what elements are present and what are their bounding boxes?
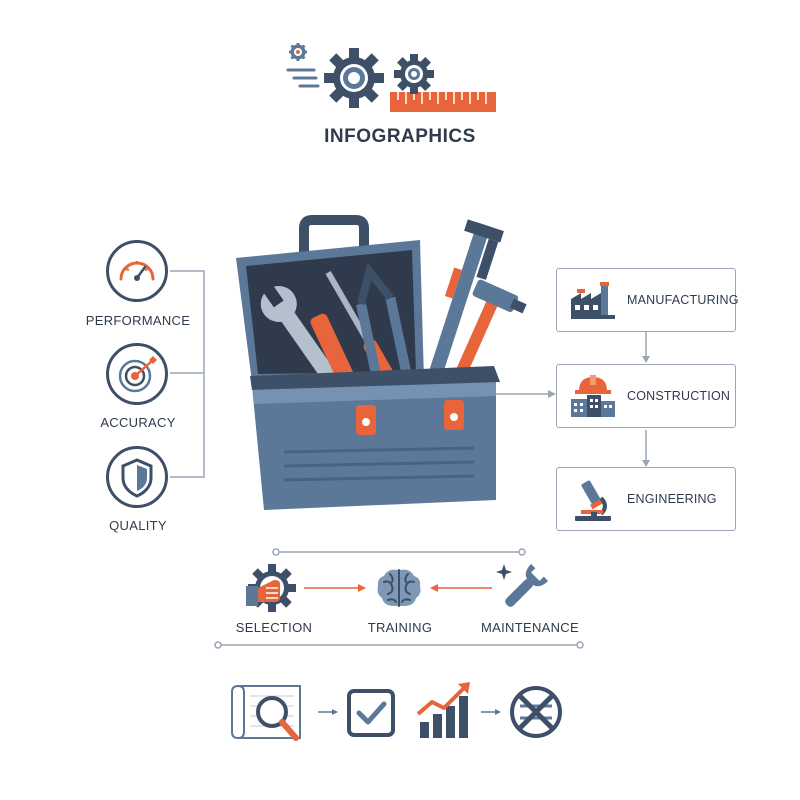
- quality-label-accuracy: ACCURACY: [100, 415, 176, 430]
- quality-label-performance: PERFORMANCE: [85, 313, 191, 328]
- industry-label-construction: CONSTRUCTION: [627, 389, 731, 403]
- industry-card-engineering: ENGINEERING: [556, 467, 736, 531]
- blueprint-search-icon: [231, 685, 301, 741]
- industry-card-construction: CONSTRUCTION: [556, 364, 736, 428]
- industry-label-manufacturing: MANUFACTURING: [627, 293, 739, 307]
- process-icon-maintenance: [494, 560, 549, 619]
- process-label-training: TRAINING: [367, 620, 433, 635]
- bottom-icon-growth-chart: [414, 678, 476, 747]
- bottom-icon-checkbox: [346, 688, 396, 743]
- quality-circle: [106, 446, 168, 508]
- microscope-icon: [575, 480, 611, 521]
- process-label-maintenance: MAINTENANCE: [481, 620, 579, 635]
- hardhat-building-icon: [571, 375, 615, 417]
- accuracy-circle: [106, 343, 168, 405]
- header-logo: [286, 40, 501, 120]
- bottom-icon-no-entry: [508, 684, 564, 745]
- growth-chart-icon: [416, 682, 470, 738]
- checkbox-icon: [347, 689, 395, 737]
- toolbox-illustration: [224, 200, 534, 520]
- speedometer-icon: [119, 261, 155, 281]
- toolbox-icon: [236, 215, 527, 510]
- process-icon-training: [374, 564, 424, 617]
- shield-icon: [121, 458, 153, 498]
- brain-icon: [377, 569, 421, 607]
- performance-circle: [106, 240, 168, 302]
- no-entry-icon: [510, 686, 562, 738]
- wrench-sparkle-icon: [496, 563, 549, 607]
- quality-label-quality: QUALITY: [109, 518, 167, 533]
- gear-hand-icon: [246, 564, 296, 612]
- process-icon-selection: [244, 562, 300, 619]
- target-icon: [118, 356, 157, 393]
- gears-ruler-icon: [286, 43, 496, 112]
- factory-icon: [571, 282, 615, 319]
- bottom-icon-blueprint-search: [230, 676, 312, 753]
- industry-label-engineering: ENGINEERING: [627, 492, 717, 506]
- page-title: INFOGRAPHICS: [324, 126, 476, 147]
- process-label-selection: SELECTION: [235, 620, 313, 635]
- industry-card-manufacturing: MANUFACTURING: [556, 268, 739, 332]
